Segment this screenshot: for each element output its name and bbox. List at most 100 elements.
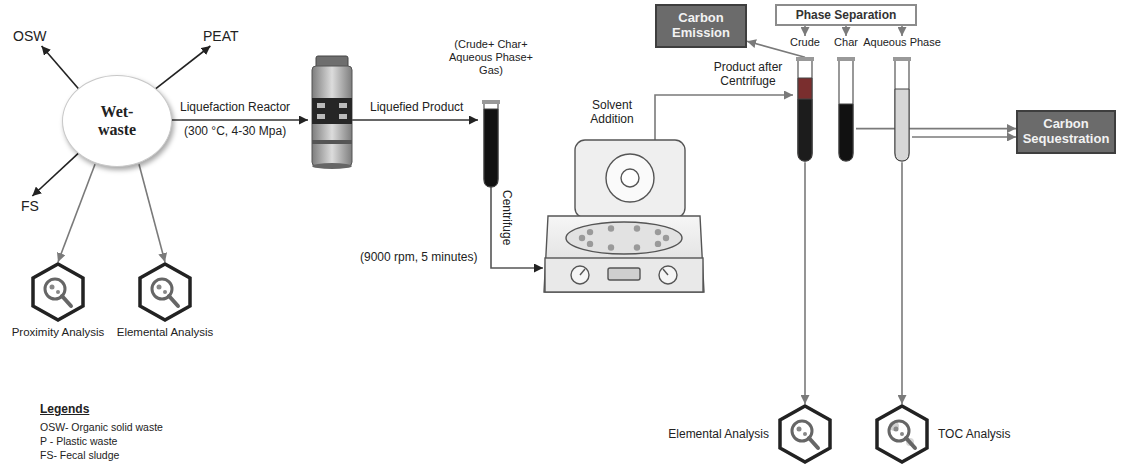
magnifier-icon bbox=[803, 432, 807, 436]
node-text: (Crude+ Char+ Aqueous Phase+ Gas) bbox=[436, 38, 546, 78]
tube-figure bbox=[795, 57, 815, 162]
centrifuge-illustration bbox=[659, 266, 677, 284]
hexagon-icon bbox=[30, 262, 86, 322]
reactor-illustration bbox=[312, 66, 352, 166]
node-text: Proximity Analysis bbox=[12, 326, 105, 338]
reactor-illustration bbox=[312, 140, 352, 144]
analysis-hexagon: Elemental Analysis bbox=[668, 404, 833, 464]
reactor-illustration bbox=[312, 56, 352, 169]
connector-arrow bbox=[156, 46, 211, 89]
rotor-hole bbox=[634, 244, 640, 250]
node-text: OSW bbox=[13, 28, 46, 44]
centrifuge-illustration bbox=[545, 258, 703, 292]
rotor-hole bbox=[579, 235, 585, 241]
node-text: Crude bbox=[790, 36, 820, 49]
legend-entry: OSW- Organic solid waste bbox=[40, 421, 163, 433]
tube-glass bbox=[798, 59, 812, 161]
legend-entry: FS- Fecal sludge bbox=[40, 449, 119, 461]
legend-text: FS- Fecal sludge bbox=[40, 449, 119, 461]
tube-liquid bbox=[484, 109, 498, 187]
magnifier-icon bbox=[56, 290, 60, 294]
connector-arrow bbox=[32, 153, 78, 196]
rotor-hole bbox=[663, 235, 669, 241]
tube-figure bbox=[836, 57, 856, 162]
magnifier-icon bbox=[889, 421, 915, 448]
reactor-illustration bbox=[339, 114, 347, 119]
magnifier-icon bbox=[900, 432, 904, 436]
magnifier-icon bbox=[157, 285, 162, 290]
tube-cap bbox=[837, 57, 855, 61]
analysis-hexagon: Elemental Analysis bbox=[117, 262, 214, 338]
centrifuge-illustration bbox=[580, 269, 585, 275]
connector-arrow bbox=[804, 162, 806, 404]
tube-cap bbox=[893, 57, 911, 61]
tube-figure bbox=[892, 57, 912, 162]
connector-arrow bbox=[845, 26, 847, 36]
centrifuge-illustration bbox=[544, 216, 704, 292]
node-text: FS bbox=[21, 198, 39, 214]
flow-arrow bbox=[655, 95, 793, 140]
centrifuge-illustration bbox=[566, 222, 682, 254]
reactor-illustration bbox=[339, 103, 347, 108]
feedstock-circle: Wet-waste bbox=[62, 75, 172, 167]
tube-liquid bbox=[798, 99, 812, 161]
centrifuge-illustration bbox=[571, 266, 589, 284]
centrifuge-illustration bbox=[663, 269, 668, 275]
node-text: Carbon Sequestration bbox=[1021, 117, 1111, 147]
node-text: TOC Analysis bbox=[938, 427, 1010, 441]
reactor-illustration bbox=[312, 98, 352, 124]
centrifuge-illustration bbox=[621, 169, 639, 187]
node-text: PEAT bbox=[203, 28, 239, 44]
analysis-hexagon: Proximity Analysis bbox=[12, 262, 105, 338]
magnifier-icon bbox=[894, 427, 899, 432]
connector-arrow bbox=[139, 164, 165, 262]
node-text: Elemental Analysis bbox=[668, 427, 769, 441]
magnifier-icon bbox=[906, 438, 915, 448]
hexagon-outline bbox=[33, 264, 83, 320]
flow-arrow bbox=[172, 119, 308, 121]
centrifuge-illustration bbox=[544, 140, 704, 292]
connector-arrow bbox=[58, 164, 95, 262]
magnifier-icon bbox=[809, 438, 818, 448]
rotor-hole bbox=[655, 229, 661, 235]
connector-arrow bbox=[804, 26, 806, 36]
flow-arrow bbox=[352, 119, 478, 121]
centrifuge-illustration bbox=[608, 268, 640, 280]
connector-arrow bbox=[42, 46, 79, 89]
tube-glass bbox=[895, 59, 909, 161]
rotor-hole bbox=[634, 225, 640, 231]
connector-arrow bbox=[912, 136, 1016, 138]
rotor-hole bbox=[587, 241, 593, 247]
reactor-illustration bbox=[312, 163, 352, 169]
rotor-hole bbox=[655, 241, 661, 247]
annotation-label: Liquefaction Reactor bbox=[180, 100, 290, 114]
hexagon-outline bbox=[780, 406, 830, 462]
tube-cap bbox=[796, 57, 814, 61]
tube-glass bbox=[839, 59, 853, 161]
tube-liquid bbox=[839, 104, 853, 161]
magnifier-icon bbox=[50, 285, 55, 290]
node-text: Char bbox=[834, 36, 858, 49]
node-text: Phase Separation bbox=[783, 8, 909, 22]
annotation-label: Solvent Addition bbox=[578, 98, 646, 127]
centrifuge-illustration bbox=[606, 154, 654, 202]
magnifier-icon bbox=[169, 296, 178, 306]
magnifier-icon bbox=[163, 290, 167, 294]
hexagon-icon bbox=[874, 404, 930, 464]
connector-arrow bbox=[901, 162, 903, 404]
analysis-hexagon: TOC Analysis bbox=[874, 404, 1010, 464]
node-text: Wet-waste bbox=[86, 103, 148, 138]
rotor-hole bbox=[608, 244, 614, 250]
source-label: PEAT bbox=[200, 26, 242, 46]
carbon-box: Carbon Emission bbox=[655, 4, 747, 48]
legend-text: P - Plastic waste bbox=[40, 435, 117, 447]
node-text: Carbon Emission bbox=[660, 11, 742, 41]
magnifier-icon bbox=[62, 296, 71, 306]
tube-liquid bbox=[798, 78, 812, 161]
node-text: Elemental Analysis bbox=[117, 326, 214, 338]
centrifuge-illustration bbox=[579, 225, 669, 250]
